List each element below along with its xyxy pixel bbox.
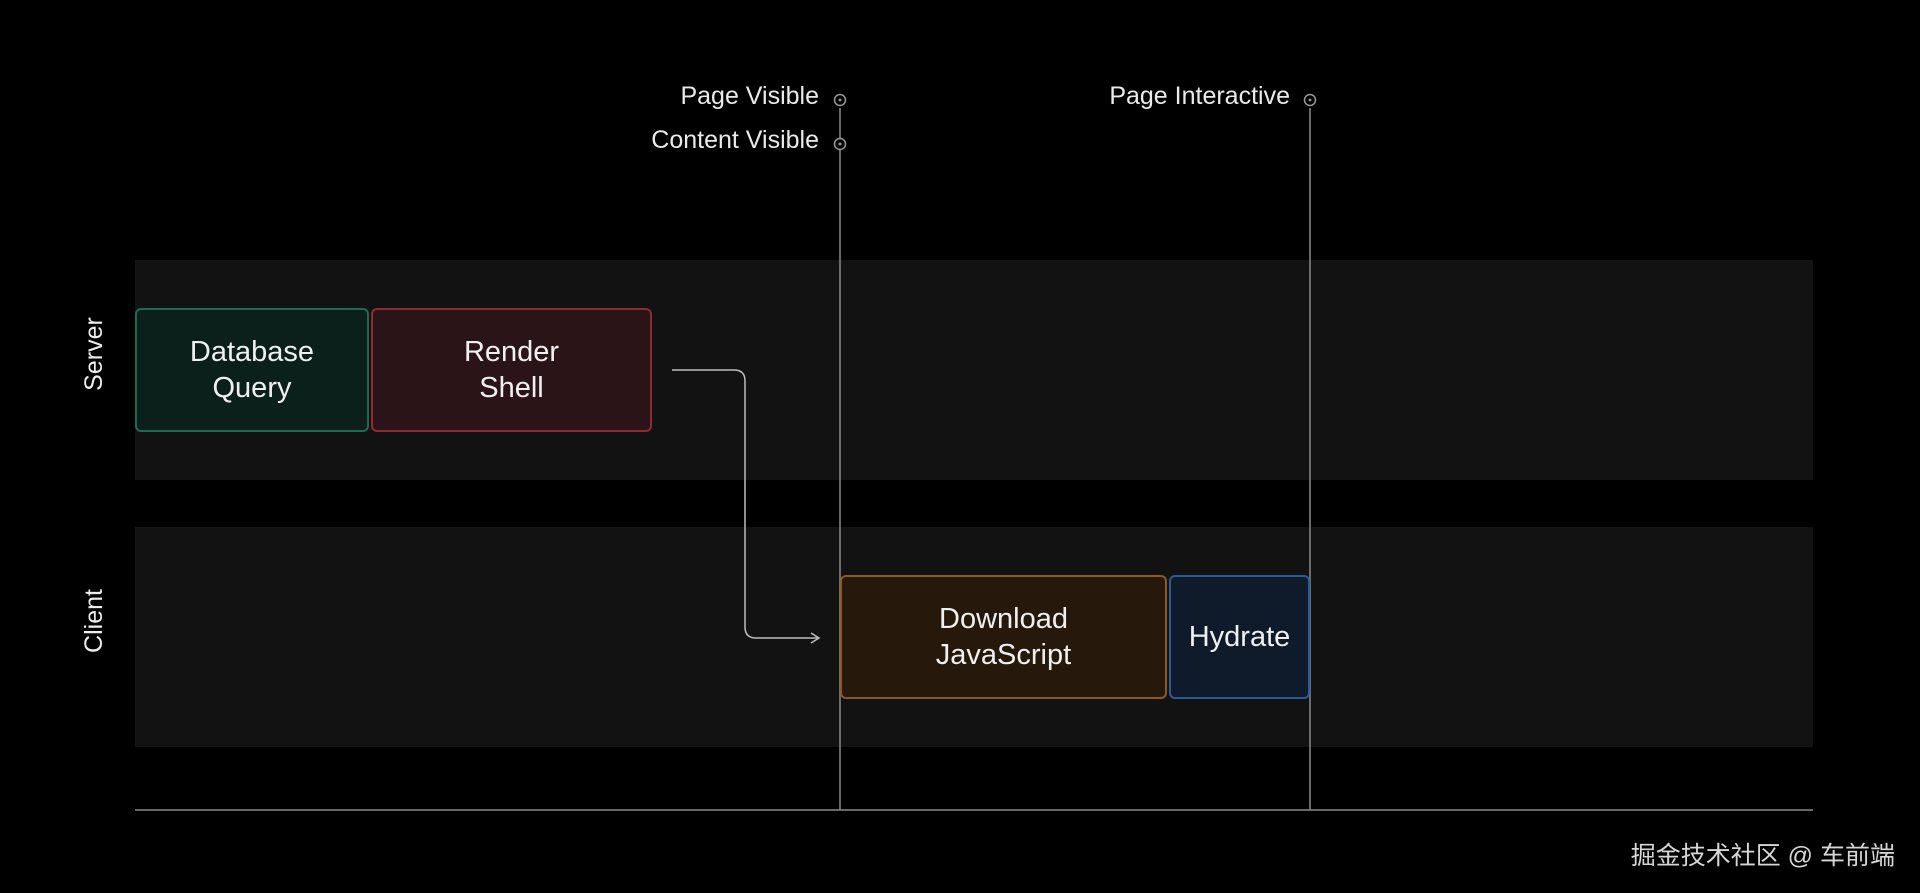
database-query-label: Database Query (189, 336, 315, 404)
page-visible-label: Page Visible (680, 82, 819, 110)
arrowhead-icon (810, 632, 821, 644)
render-shell-label: Render Shell (463, 336, 560, 404)
flow-arrow (672, 369, 818, 639)
download-javascript-block: Download JavaScript (840, 575, 1167, 699)
page-interactive-label: Page Interactive (1109, 82, 1290, 110)
download-javascript-label: Download JavaScript (935, 603, 1072, 671)
database-query-block: Database Query (135, 308, 369, 432)
hydrate-label: Hydrate (1188, 621, 1291, 653)
hydrate-block: Hydrate (1169, 575, 1310, 699)
watermark: 掘金技术社区 @ 车前端 (1630, 842, 1895, 870)
content-visible-label: Content Visible (651, 126, 819, 154)
render-shell-block: Render Shell (371, 308, 652, 432)
